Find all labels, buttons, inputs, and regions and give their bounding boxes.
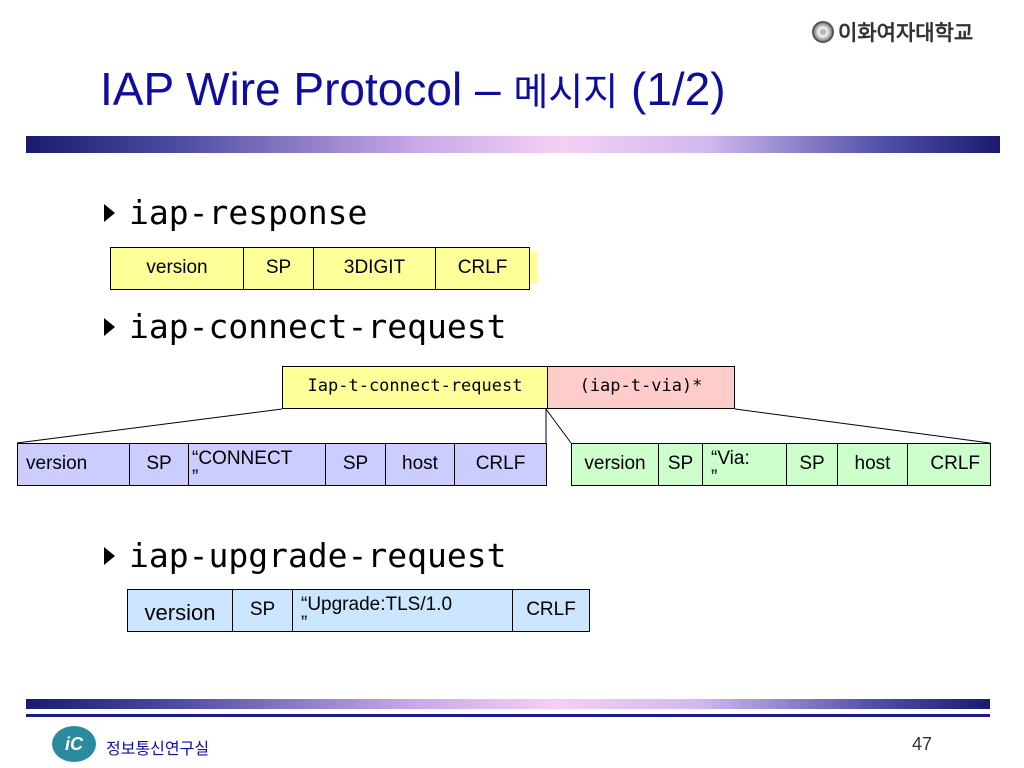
bullet-iap-connect-request: iap-connect-request (104, 310, 507, 343)
university-seal-icon (812, 21, 834, 43)
field-sp: SP (658, 444, 702, 485)
bullet-label: iap-response (129, 193, 368, 232)
footer-divider-bar (26, 699, 990, 709)
bullet-arrow-icon (104, 317, 115, 336)
connect-literal-line1: “CONNECT (192, 447, 293, 469)
title-divider-bar (26, 136, 1000, 153)
field-sp: SP (243, 248, 313, 289)
bullet-iap-response: iap-response (104, 196, 367, 229)
field-sp: SP (325, 444, 385, 485)
title-main: IAP Wire Protocol (100, 63, 463, 115)
field-version: version (584, 453, 646, 474)
connect-request-right-fields: version SP “Via: ” SP host CRLF (571, 443, 991, 486)
field-host: host (837, 444, 907, 485)
bullet-arrow-icon (104, 203, 115, 222)
field-sp: SP (129, 444, 188, 485)
bullet-label: iap-upgrade-request (129, 536, 507, 575)
upgrade-literal-line1: “Upgrade:TLS/1.0 (301, 593, 453, 615)
connect-request-left-fields: version SP “CONNECT ” SP host CRLF (17, 443, 547, 486)
bullet-iap-upgrade-request: iap-upgrade-request (104, 539, 507, 572)
field-connect-literal: “CONNECT ” (188, 444, 325, 485)
field-upgrade-literal: “Upgrade:TLS/1.0 ” (292, 590, 512, 631)
title-dash: – (462, 63, 514, 115)
field-iap-t-connect-request: Iap-t-connect-request (283, 367, 547, 408)
field-crlf: CRLF (435, 248, 529, 289)
field-crlf: CRLF (907, 444, 990, 485)
bullet-arrow-icon (104, 546, 115, 565)
iap-response-fields: version SP 3DIGIT CRLF (110, 247, 530, 290)
title-korean: 메시지 (513, 70, 619, 114)
title-suffix: (1/2) (618, 63, 726, 115)
field-sp: SP (232, 590, 292, 631)
highlight-shadow (530, 252, 538, 284)
via-literal-line2: ” (711, 466, 718, 486)
connect-request-top-fields: Iap-t-connect-request (iap-t-via)* (282, 366, 735, 409)
lab-logo-text: iC (65, 733, 83, 754)
slide-title: IAP Wire Protocol – 메시지 (1/2) (100, 66, 726, 112)
expansion-line-left-outer (16, 408, 283, 444)
expansion-line-right-outer (734, 408, 991, 444)
footer-divider-line (26, 714, 990, 717)
field-version: version (144, 600, 216, 625)
via-literal-line1: “Via: (711, 447, 750, 469)
lab-logo-icon: iC (52, 726, 96, 762)
university-logo: 이화여자대학교 (812, 18, 973, 46)
field-iap-t-via: (iap-t-via)* (547, 367, 734, 408)
bullet-label: iap-connect-request (129, 307, 507, 346)
upgrade-literal-line2: ” (301, 612, 308, 632)
university-logo-text: 이화여자대학교 (838, 21, 974, 45)
field-crlf: CRLF (454, 444, 546, 485)
field-crlf: CRLF (512, 590, 589, 631)
field-version: version (26, 453, 88, 474)
field-via-literal: “Via: ” (702, 444, 786, 485)
expansion-line-right-inner (545, 408, 572, 444)
connect-literal-line2: ” (192, 466, 199, 486)
page-number: 47 (912, 734, 933, 754)
field-host: host (385, 444, 454, 485)
field-3digit: 3DIGIT (313, 248, 435, 289)
field-sp: SP (786, 444, 837, 485)
field-version: version (146, 257, 208, 278)
upgrade-request-fields: version SP “Upgrade:TLS/1.0 ” CRLF (127, 589, 590, 632)
lab-name: 정보통신연구실 (106, 739, 210, 758)
